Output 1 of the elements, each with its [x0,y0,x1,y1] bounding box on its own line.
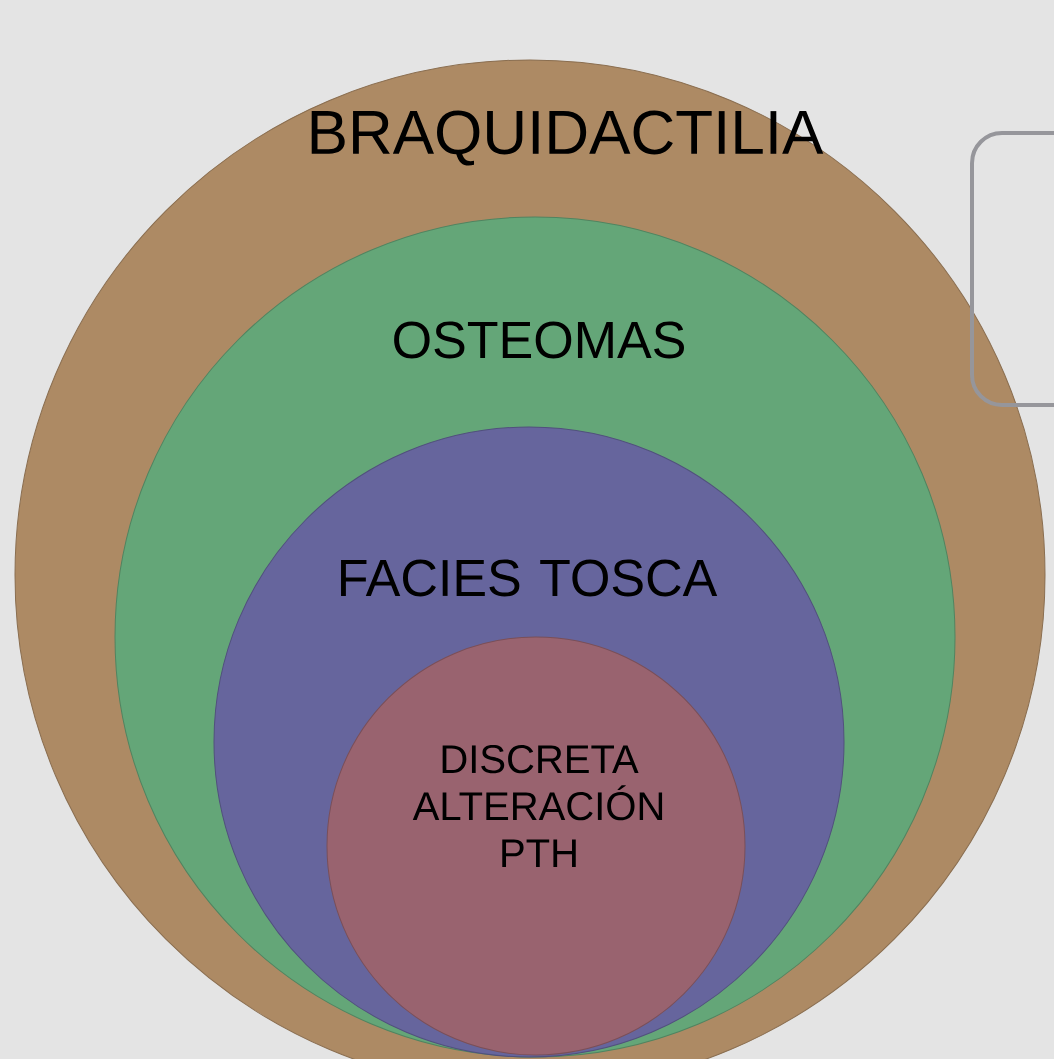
rounded-box [970,131,1054,407]
